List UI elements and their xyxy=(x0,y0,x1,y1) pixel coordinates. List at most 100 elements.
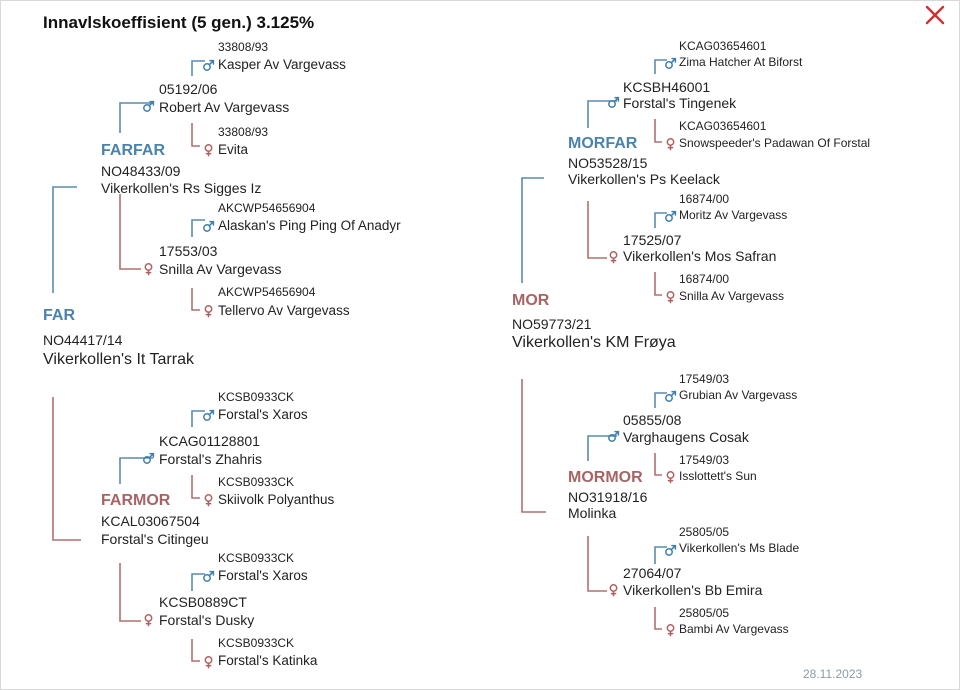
ffd-sire-registration: AKCWP54656904 xyxy=(218,201,316,215)
fms-sire-registration: KCSB0933CK xyxy=(218,390,295,404)
mmd-sire-registration: 25805/05 xyxy=(679,525,730,539)
mmd-sire-name[interactable]: Vikerkollen's Ms Blade xyxy=(679,541,800,555)
connector-mfd-dam xyxy=(654,272,662,296)
ffd-sire-name[interactable]: Alaskan's Ping Ping Of Anadyr xyxy=(218,218,401,233)
dam-name[interactable]: Vikerkollen's KM Frøya xyxy=(512,334,676,351)
mfd-dam-name[interactable]: Snilla Av Vargevass xyxy=(679,289,784,303)
connector-fm-dam xyxy=(119,563,141,622)
morfar-name[interactable]: Vikerkollen's Ps Keelack xyxy=(568,171,720,187)
report-date: 28.11.2023 xyxy=(803,667,863,681)
mms-sire-registration: 17549/03 xyxy=(679,372,730,386)
female-symbol-icon xyxy=(203,656,214,669)
mfd-sire-name[interactable]: Moritz Av Vargevass xyxy=(679,208,788,222)
male-symbol-icon xyxy=(665,210,677,222)
fm-dam-registration: KCSB0889CT xyxy=(159,594,247,610)
mfs-sire-registration: KCAG03654601 xyxy=(679,39,767,53)
mfd-sire-registration: 16874/00 xyxy=(679,192,730,206)
mf-sire-registration: KCSBH46001 xyxy=(623,79,711,95)
dam-relation-label: MOR xyxy=(512,292,550,309)
male-symbol-icon xyxy=(665,390,677,402)
mormor-name[interactable]: Molinka xyxy=(568,505,617,521)
mf-dam-registration: 17525/07 xyxy=(623,232,682,248)
fm-sire-registration: KCAG01128801 xyxy=(159,433,260,449)
fm-sire-name[interactable]: Forstal's Zhahris xyxy=(159,451,263,467)
ffs-sire-registration: 33808/93 xyxy=(218,40,269,54)
ffs-sire-name[interactable]: Kasper Av Vargevass xyxy=(218,57,346,72)
fmd-dam-registration: KCSB0933CK xyxy=(218,636,295,650)
mms-sire-name[interactable]: Grubian Av Vargevass xyxy=(679,388,798,402)
mf-sire-name[interactable]: Forstal's Tingenek xyxy=(623,95,737,111)
connector-mm-dam xyxy=(587,536,607,592)
mormor-relation-label: MORMOR xyxy=(568,469,643,486)
mmd-dam-registration: 25805/05 xyxy=(679,606,730,620)
farfar-relation-label: FARFAR xyxy=(101,142,165,159)
female-symbol-icon xyxy=(608,251,619,264)
mm-sire-name[interactable]: Varghaugens Cosak xyxy=(623,429,749,445)
ff-sire-name[interactable]: Robert Av Vargevass xyxy=(159,99,290,115)
fmd-dam-name[interactable]: Forstal's Katinka xyxy=(218,653,318,668)
male-symbol-icon xyxy=(203,570,215,582)
dam-registration: NO59773/21 xyxy=(512,316,592,332)
connector-fmd-dam xyxy=(191,639,200,662)
mfs-dam-registration: KCAG03654601 xyxy=(679,119,767,133)
male-symbol-icon xyxy=(608,96,620,108)
female-symbol-icon xyxy=(143,263,154,276)
mormor-registration: NO31918/16 xyxy=(568,489,648,505)
morfar-registration: NO53528/15 xyxy=(568,155,648,171)
mm-dam-registration: 27064/07 xyxy=(623,565,682,581)
mmd-dam-name[interactable]: Bambi Av Vargevass xyxy=(679,622,789,636)
mm-sire-registration: 05855/08 xyxy=(623,412,682,428)
connector-sire xyxy=(52,186,77,293)
connector-mmd-dam xyxy=(654,607,662,630)
female-symbol-icon xyxy=(203,494,214,507)
ffd-dam-name[interactable]: Tellervo Av Vargevass xyxy=(218,303,350,318)
mfs-dam-name[interactable]: Snowspeeder's Padawan Of Forstal xyxy=(679,136,871,150)
fm-dam-name[interactable]: Forstal's Dusky xyxy=(159,612,255,628)
mm-dam-name[interactable]: Vikerkollen's Bb Emira xyxy=(623,582,763,598)
ffs-dam-name[interactable]: Evita xyxy=(218,142,249,157)
sire-name[interactable]: Vikerkollen's It Tarrak xyxy=(43,351,194,368)
farmor-name[interactable]: Forstal's Citingeu xyxy=(101,531,209,547)
connector-dam-side-sire xyxy=(521,177,544,283)
female-symbol-icon xyxy=(665,138,676,151)
fms-dam-name[interactable]: Skiivolk Polyanthus xyxy=(218,492,335,507)
fms-dam-registration: KCSB0933CK xyxy=(218,475,295,489)
ffs-dam-registration: 33808/93 xyxy=(218,125,269,139)
connector-fms-dam xyxy=(191,475,200,499)
male-symbol-icon xyxy=(665,57,677,69)
sire-relation-label: FAR xyxy=(43,307,75,324)
female-symbol-icon xyxy=(203,305,214,318)
close-button[interactable] xyxy=(923,3,947,27)
connector-mf-dam xyxy=(587,201,607,259)
female-symbol-icon xyxy=(665,471,676,484)
fmd-sire-registration: KCSB0933CK xyxy=(218,551,295,565)
connector-dam-side-dam xyxy=(521,379,546,513)
ff-dam-name[interactable]: Snilla Av Vargevass xyxy=(159,261,282,277)
connector-ff-dam xyxy=(119,194,141,270)
male-symbol-icon xyxy=(608,430,620,442)
fms-sire-name[interactable]: Forstal's Xaros xyxy=(218,407,308,422)
male-symbol-icon xyxy=(203,59,215,71)
male-symbol-icon xyxy=(203,220,215,232)
female-symbol-icon xyxy=(665,291,676,304)
connector-mfs-dam xyxy=(654,119,662,143)
female-symbol-icon xyxy=(143,614,154,627)
farfar-registration: NO48433/09 xyxy=(101,163,181,179)
mms-dam-registration: 17549/03 xyxy=(679,453,730,467)
sire-registration: NO44417/14 xyxy=(43,332,123,348)
mms-dam-name[interactable]: Isslottett's Sun xyxy=(679,469,757,483)
farfar-name[interactable]: Vikerkollen's Rs Sigges Iz xyxy=(101,180,262,196)
fmd-sire-name[interactable]: Forstal's Xaros xyxy=(218,568,308,583)
male-symbol-icon xyxy=(143,100,155,112)
ff-dam-registration: 17553/03 xyxy=(159,243,218,259)
mfs-sire-name[interactable]: Zima Hatcher At Biforst xyxy=(679,55,803,69)
connector-ffs-dam xyxy=(191,123,200,147)
female-symbol-icon xyxy=(203,144,214,157)
connector-dam-of-sire xyxy=(52,397,81,541)
female-symbol-icon xyxy=(665,624,676,637)
male-symbol-icon xyxy=(665,544,677,556)
connector-mms-dam xyxy=(654,453,662,476)
mf-dam-name[interactable]: Vikerkollen's Mos Safran xyxy=(623,248,777,264)
mfd-dam-registration: 16874/00 xyxy=(679,272,730,286)
